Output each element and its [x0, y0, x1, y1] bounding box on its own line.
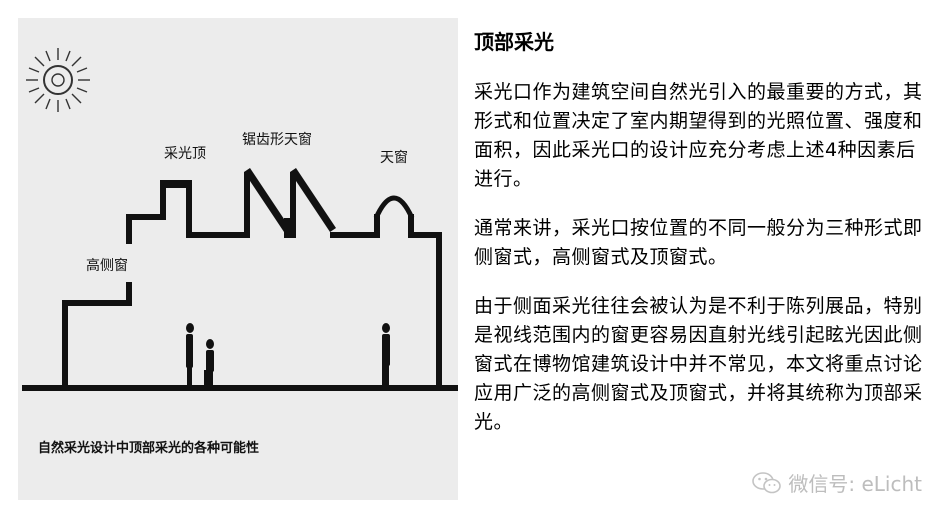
ground-line — [22, 385, 458, 391]
diagram-caption: 自然采光设计中顶部采光的各种可能性 — [38, 440, 259, 456]
paragraph-2: 通常来讲，采光口按位置的不同一般分为三种形式即侧窗式，高侧窗式及顶窗式。 — [474, 217, 923, 268]
section-heading: 顶部采光 — [474, 30, 554, 54]
label-sawtooth-skylight: 锯齿形天窗 — [242, 131, 312, 148]
sun-icon — [26, 48, 90, 112]
person-figure — [204, 339, 214, 386]
paragraph-3: 由于侧面采光往往会被认为是不利于陈列展品，特别是视线范围内的窗更容易因直射光线引… — [474, 295, 923, 433]
watermark-text: 微信号: eLicht — [788, 472, 922, 496]
person-figure — [382, 323, 390, 386]
wechat-icon — [752, 471, 782, 493]
dome-skylight — [373, 195, 415, 220]
section-diagram: 采光顶 锯齿形天窗 天窗 高侧窗 自然采光设计中顶部采光的各种可能性 — [22, 48, 458, 456]
diagram-panel: 采光顶 锯齿形天窗 天窗 高侧窗 自然采光设计中顶部采光的各种可能性 — [18, 18, 458, 500]
watermark: 微信号: eLicht — [752, 468, 922, 497]
label-high-side-window: 高侧窗 — [86, 257, 128, 274]
person-figure — [186, 323, 194, 386]
label-skylight: 天窗 — [380, 149, 408, 166]
building-section — [62, 168, 442, 388]
text-column: 顶部采光 采光口作为建筑空间自然光引入的最重要的方式，其形式和位置决定了室内期望… — [474, 28, 934, 457]
label-skylight-top: 采光顶 — [164, 146, 206, 162]
paragraph-1: 采光口作为建筑空间自然光引入的最重要的方式，其形式和位置决定了室内期望得到的光照… — [474, 81, 923, 190]
